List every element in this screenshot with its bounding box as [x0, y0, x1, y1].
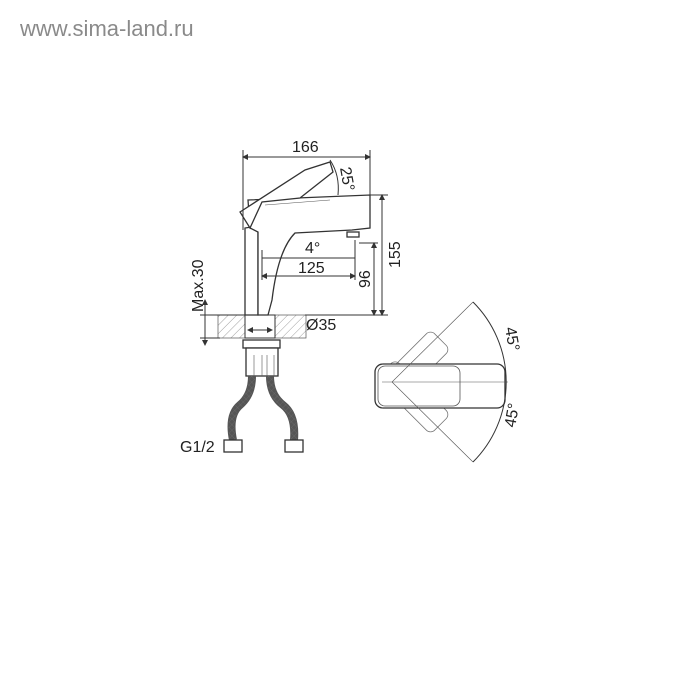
dim-spout-angle: 4°	[305, 240, 320, 257]
dim-hole: Ø35	[306, 317, 336, 334]
angle-arc	[472, 301, 507, 463]
dim-max-deck: Max.30	[190, 259, 207, 312]
dim-width: 166	[292, 139, 319, 156]
handle-top-view	[374, 363, 506, 409]
dim-spout-height: 96	[357, 270, 374, 288]
fitting-left	[223, 439, 243, 453]
dim-angle-down: 45°	[502, 402, 523, 429]
lever-handle	[239, 161, 334, 230]
dim-height: 155	[387, 241, 404, 268]
dim-thread: G1/2	[180, 439, 215, 456]
top-view: 45° 45°	[374, 301, 523, 463]
side-view: 166 25° 155 96 4° 125 Max.30	[180, 139, 404, 456]
faucet-body	[244, 225, 259, 316]
fitting-right	[284, 439, 304, 453]
dim-angle-up: 45°	[501, 326, 522, 353]
dim-lever-angle: 25°	[336, 166, 357, 193]
dim-reach: 125	[298, 260, 325, 277]
mounting-nut	[242, 339, 281, 349]
watermark: www.sima-land.ru	[20, 16, 194, 41]
faucet-spout	[247, 194, 371, 316]
